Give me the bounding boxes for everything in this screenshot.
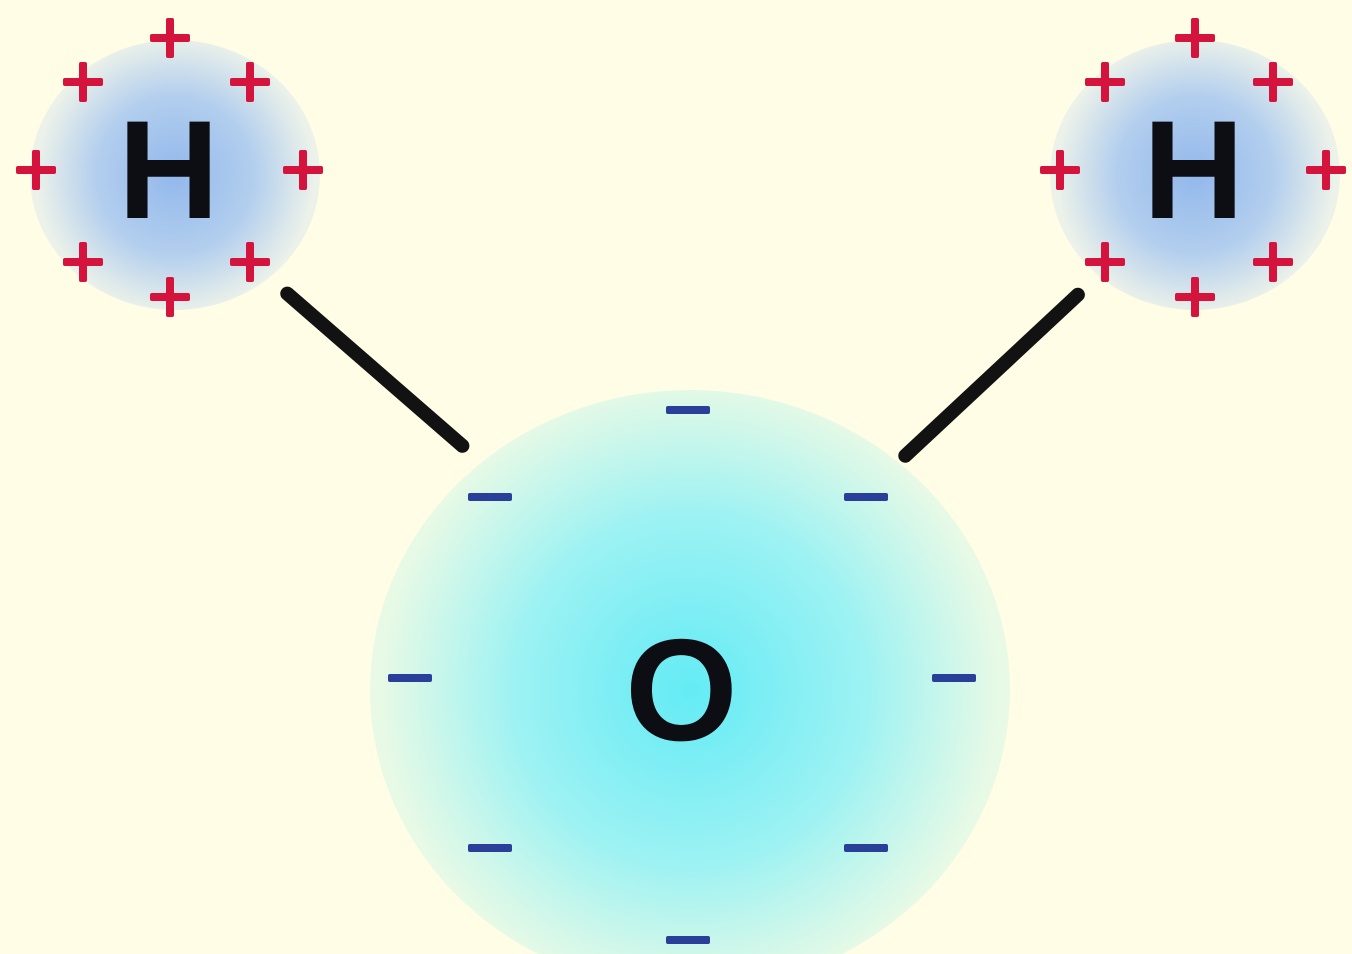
positive-charge-icon	[230, 62, 270, 102]
negative-charge-icon	[932, 674, 976, 682]
positive-charge-icon	[1040, 150, 1080, 190]
negative-charge-icon	[468, 493, 512, 501]
positive-charge-icon	[1253, 242, 1293, 282]
negative-charge-icon	[844, 493, 888, 501]
negative-charge-icon	[388, 674, 432, 682]
positive-charge-icon	[150, 18, 190, 58]
positive-charge-icon	[63, 62, 103, 102]
positive-charge-icon	[1306, 150, 1346, 190]
bond-left	[277, 283, 473, 456]
negative-charge-icon	[844, 844, 888, 852]
positive-charge-icon	[63, 242, 103, 282]
positive-charge-icon	[150, 277, 190, 317]
positive-charge-icon	[16, 150, 56, 190]
positive-charge-icon	[1175, 18, 1215, 58]
positive-charge-icon	[1085, 62, 1125, 102]
negative-charge-icon	[468, 844, 512, 852]
hydrogen-left-label: H	[118, 91, 220, 248]
positive-charge-icon	[1085, 242, 1125, 282]
positive-charge-icon	[283, 150, 323, 190]
oxygen-label: O	[625, 609, 738, 771]
hydrogen-right-label: H	[1143, 91, 1245, 248]
oxygen-cloud	[370, 390, 1010, 954]
positive-charge-icon	[1253, 62, 1293, 102]
positive-charge-icon	[1175, 277, 1215, 317]
negative-charge-icon	[666, 406, 710, 414]
positive-charge-icon	[230, 242, 270, 282]
negative-charge-icon	[666, 936, 710, 944]
bond-right	[895, 284, 1088, 466]
